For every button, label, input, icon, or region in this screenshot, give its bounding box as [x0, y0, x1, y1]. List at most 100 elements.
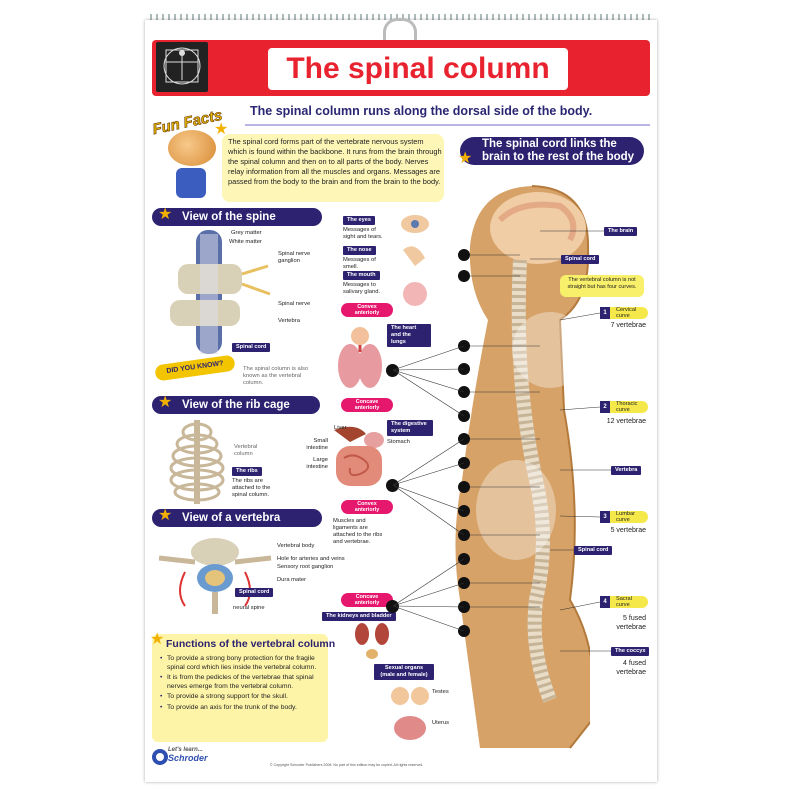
label-testes: Testes [432, 689, 449, 695]
star-icon: ★ [150, 631, 165, 648]
sexual-organs-tag: Sexual organs (male and female) [374, 664, 434, 680]
vertebra-label-ganglion: Sensory root ganglion [277, 564, 334, 570]
publisher-line1: Let's learn... [168, 747, 203, 753]
rib-text: The ribs are attached to the spinal colu… [232, 478, 271, 498]
functions-item: To provide an axis for the trunk of the … [160, 704, 330, 713]
publisher-logo [152, 749, 168, 765]
eyes-text: Messages of sight and tears. [343, 227, 383, 240]
muscles-text: Muscles and ligaments are attached to th… [333, 518, 383, 545]
page-subtitle: The spinal column runs along the dorsal … [250, 104, 593, 118]
nerve-dot [458, 481, 470, 493]
spine-label-grey-matter: Grey matter [231, 230, 262, 236]
copyright: © Copyright Schroder Publishers 2008. No… [270, 763, 424, 767]
hanging-hook [383, 18, 417, 40]
curve-pill-2: Concave anteriorly [341, 398, 393, 413]
vertebra-illustration [158, 538, 272, 614]
curve-tag-lumbar: 3 Lumbar curve [600, 511, 648, 523]
functions-list: To provide a strong bony protection for … [160, 655, 330, 715]
vertebra-heading: View of a vertebra [152, 509, 322, 527]
curve-name: Thoracic curve [616, 401, 638, 413]
spine-label-nerve: Spinal nerve [278, 301, 311, 307]
reproductive-illustration [391, 687, 429, 740]
page-title: The spinal column [286, 52, 550, 85]
nerve-hub-dot [386, 600, 399, 613]
star-icon: ★ [458, 150, 473, 167]
label-uterus: Uterus [432, 720, 450, 726]
rib-tag: The ribs [232, 467, 262, 476]
star-icon: ★ [158, 206, 173, 223]
vertebra-label-body: Vertebral body [277, 543, 315, 549]
mouth-tag: The mouth [343, 271, 380, 280]
nerve-hub-dot [386, 364, 399, 377]
rib-cage-heading: View of the rib cage [152, 396, 320, 414]
coccyx-count: 4 fused vertebrae [616, 660, 646, 676]
functions-item: It is from the pedicles of the vertebrae… [160, 674, 330, 691]
plug-icon [176, 168, 206, 198]
rib-cage-illustration [169, 420, 225, 504]
links-heading: The spinal cord links the brain to the r… [460, 137, 644, 165]
kidneys-illustration [355, 623, 389, 659]
digestive-label-large: Large intestine [306, 457, 328, 470]
nose-text: Messages of smell. [343, 257, 376, 270]
brain-icon [168, 130, 216, 166]
lumbar-count: 5 vertebrae [610, 527, 646, 534]
publisher-line2: Schroder [168, 753, 208, 763]
nerve-dot [458, 270, 470, 282]
digestive-label-liver: Liver [334, 425, 347, 431]
vertebra-label-hole: Hole for arteries and veins [277, 556, 345, 562]
curve-num: 2 [600, 401, 610, 413]
did-you-know-text: The spinal column is also known as the v… [243, 366, 309, 386]
view-spine-heading: View of the spine [152, 208, 322, 226]
vertebra-tag-spinal-cord: Spinal cord [235, 588, 274, 597]
spinal-cord-tag-low: Spinal cord [574, 546, 613, 555]
curve-tag-thoracic: 2 Thoracic curve [600, 401, 648, 413]
curve-num: 4 [600, 596, 610, 608]
digestive-label-small: Small intestine [306, 438, 328, 451]
curve-tag-sacral: 4 Sacral curve [600, 596, 648, 608]
nose-tag: The nose [343, 246, 376, 255]
fun-facts-text: The spinal cord forms part of the verteb… [228, 137, 442, 186]
nerve-hub-dot [386, 479, 399, 492]
vertebra-label-neural-spine: neural spine [233, 605, 265, 611]
eyes-tag: The eyes [343, 216, 375, 225]
spine-tag-spinal-cord: Spinal cord [232, 343, 271, 352]
functions-item: To provide a strong bony protection for … [160, 655, 330, 672]
digestive-tag: The digestive system [387, 420, 433, 436]
spine-label-vertebra: Vertebra [278, 318, 300, 324]
curve-name: Sacral curve [616, 596, 632, 608]
spine-label-white-matter: White matter [229, 239, 262, 245]
heart-lungs-illustration [338, 327, 382, 388]
spine-label-ganglion: Spinal nerve ganglion [278, 251, 311, 264]
curve-num: 1 [600, 307, 610, 319]
rib-label-vertebral-column: Vertebral column [234, 444, 258, 457]
curve-pill-3: Convex anteriorly [341, 500, 393, 515]
sacral-count: 5 fused vertebrae [616, 615, 646, 631]
vertebra-body-tag: Vertebra [611, 466, 642, 475]
mouth-text: Messages to salivary gland. [343, 282, 381, 295]
fun-facts-box [222, 134, 444, 202]
star-icon: ★ [214, 121, 229, 138]
functions-item: To provide a strong support for the skul… [160, 693, 330, 702]
face-organs-illustration [401, 215, 429, 306]
links-heading-line2: brain to the rest of the body [482, 151, 635, 163]
thoracic-count: 12 vertebrae [606, 418, 646, 425]
brain-tag: The brain [604, 227, 638, 236]
kidneys-tag: The kidneys and bladder [322, 612, 396, 621]
star-icon: ★ [158, 507, 173, 524]
spinal-cord-tag-top: Spinal cord [561, 255, 600, 264]
cervical-count: 7 vertebrae [610, 322, 646, 329]
curve-tag-cervical: 1 Cervical curve [600, 307, 648, 319]
body-illustration [455, 185, 590, 749]
publisher-name: Let's learn... Schroder [168, 747, 208, 763]
nerve-dot [458, 249, 470, 261]
links-heading-line1: The spinal cord links the [482, 138, 617, 150]
digestive-label-stomach: Stomach [387, 439, 410, 445]
curve-pill-4: Concave anteriorly [341, 593, 393, 608]
subtitle-underline [245, 124, 650, 126]
coccyx-tag: The coccyx [611, 647, 650, 656]
curve-num: 3 [600, 511, 610, 523]
curve-pill-1: Convex anteriorly [341, 303, 393, 318]
functions-heading: Functions of the vertebral column [166, 638, 336, 650]
spine-illustration [170, 230, 271, 354]
